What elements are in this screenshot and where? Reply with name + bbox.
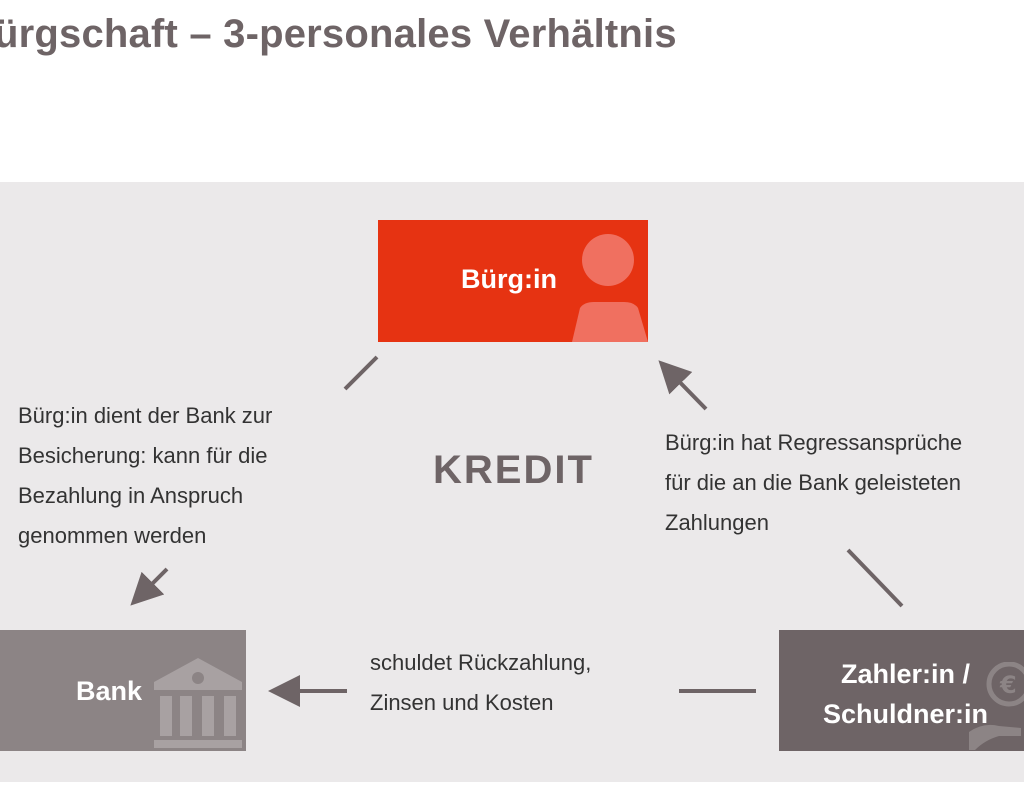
connector-segment: [846, 548, 904, 608]
page-title: ürgschaft – 3-personales Verhältnis: [0, 12, 677, 56]
relation-line: schuldet Rückzahlung,: [370, 650, 592, 675]
person-icon: [572, 234, 648, 342]
relation-line: Zahlungen: [665, 510, 769, 535]
arrow-to-bank: [130, 567, 169, 606]
node-bank: Bank: [0, 630, 246, 751]
relation-line: Bezahlung in Anspruch: [18, 483, 244, 508]
node-buerge-label: Bürg:in: [461, 264, 557, 294]
relation-text-buerge-bank: Bürg:in dient der Bank zur Besicherung: …: [18, 396, 272, 556]
money-hand-icon: €: [969, 662, 1024, 750]
node-zahler-label-line2: Schuldner:in: [823, 699, 989, 729]
relation-text-zahler-buerge: Bürg:in hat Regressansprüche für die an …: [665, 423, 962, 543]
svg-text:€: €: [999, 671, 1017, 699]
bank-building-icon: [154, 658, 242, 748]
relation-line: Besicherung: kann für die: [18, 443, 268, 468]
relation-line: Bürg:in dient der Bank zur: [18, 403, 273, 428]
relation-line: Bürg:in hat Regressansprüche: [665, 430, 963, 455]
node-zahler-label-line1: Zahler:in /: [841, 659, 971, 689]
relation-line: für die an die Bank geleisteten: [665, 470, 961, 495]
node-buerge: Bürg:in: [378, 220, 648, 342]
arrow-to-buerge: [658, 360, 708, 411]
node-zahler-label: Zahler:in / Schuldner:in: [823, 654, 988, 734]
relation-text-zahler-bank: schuldet Rückzahlung, Zinsen und Kosten: [370, 643, 591, 723]
node-zahler: Zahler:in / Schuldner:in €: [779, 630, 1024, 751]
connector-segment: [343, 355, 379, 391]
relation-line: genommen werden: [18, 523, 207, 548]
node-bank-label: Bank: [76, 676, 143, 706]
center-label-kredit: KREDIT: [433, 448, 594, 492]
relation-line: Zinsen und Kosten: [370, 690, 554, 715]
